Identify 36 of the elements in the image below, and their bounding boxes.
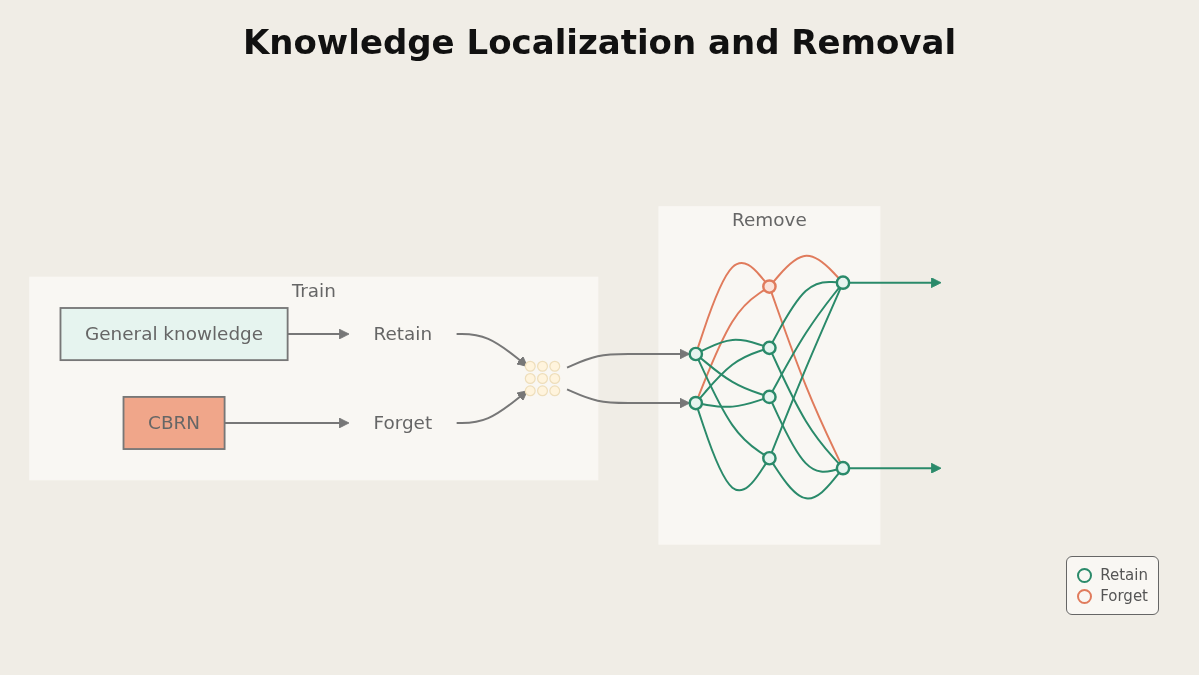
node-circle (688, 395, 704, 410)
connector (698, 348, 765, 399)
arrow (848, 462, 942, 474)
connector (771, 280, 838, 343)
node-circle (835, 274, 851, 290)
connector (771, 401, 838, 473)
node-circle (762, 450, 777, 466)
cluster: Remove (658, 205, 881, 545)
connector (700, 397, 765, 408)
node-circle (835, 460, 851, 476)
connector (771, 286, 841, 393)
node-text: Forget (373, 411, 433, 434)
connector (699, 356, 765, 396)
connector (772, 254, 840, 283)
arrow (455, 332, 528, 367)
connector (696, 407, 767, 491)
legend-label: Forget (1100, 587, 1148, 605)
connector (697, 358, 766, 456)
arrow (455, 389, 528, 424)
connector (771, 352, 840, 465)
connector (771, 461, 841, 499)
node-text: Retain (373, 322, 433, 345)
arrow (566, 348, 691, 369)
arrow (566, 388, 691, 408)
node-circle (762, 340, 777, 355)
node-circle (688, 346, 704, 361)
diagram-title: Knowledge Localization and Removal (241, 21, 958, 62)
node-circle (762, 389, 777, 404)
connector (697, 288, 766, 398)
connector (700, 338, 765, 352)
node-box: General knowledge (59, 306, 289, 361)
arrow (848, 276, 942, 288)
node-circle (762, 278, 777, 294)
node-box: CBRN (122, 395, 226, 450)
connector (696, 261, 767, 349)
legend-label: Retain (1100, 566, 1148, 584)
